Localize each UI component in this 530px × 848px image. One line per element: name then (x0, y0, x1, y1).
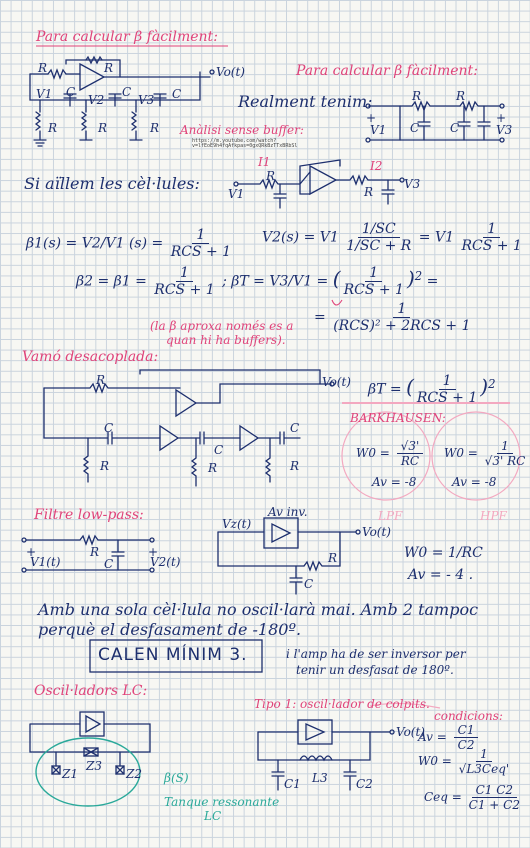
label-r-c2b: R (456, 89, 466, 103)
label-vo-colpitts: Vo(t) (396, 725, 425, 739)
label-tanque-lc: LC (204, 809, 222, 823)
label-c1: C (66, 85, 76, 99)
formula-av-hpf: Av = -8 (452, 475, 497, 489)
note-beta-aprox-1: (la β aproxa només es a (150, 319, 294, 333)
label-c-c2b: C (450, 121, 460, 135)
label-v3-c2: V3 (496, 123, 513, 137)
label-c-c4c: C (290, 421, 300, 435)
label-hpf: HPF (480, 509, 507, 523)
note-analisis-sense-buffer: Anàlisi sense buffer: (180, 123, 304, 137)
label-r-c4c: R (208, 461, 218, 475)
label-r-c3b: R (364, 185, 374, 199)
label-l3: L3 (312, 771, 328, 785)
label-r-c3a: R (266, 169, 276, 183)
label-r5: R (150, 121, 160, 135)
calen-minim-box: CALEN MÍNIM 3. (98, 645, 248, 665)
paragraph-line-1: Amb una sola cèl·lula no oscil·larà mai.… (38, 600, 479, 619)
formula-w0-cond: W0 = 1√L3Ceq' (418, 747, 510, 776)
label-plus-c5a: + (26, 545, 37, 559)
label-r4: R (98, 121, 108, 135)
label-r-c2a: R (412, 89, 422, 103)
label-r-c5: R (90, 545, 100, 559)
heading-calcular-beta-2: Para calcular β fàcilment: (296, 63, 478, 79)
heading-tipo1: Tipo 1: oscil·lador de colpits. (254, 697, 430, 711)
formula-w0-lpf: W0 = √3'RC (356, 440, 426, 467)
label-r1: R (38, 61, 48, 75)
label-c-c2a: C (410, 121, 420, 135)
label-beta-s: β(S) (164, 771, 189, 785)
label-vzt: Vz(t) (222, 517, 252, 531)
label-i1: I1 (258, 155, 271, 169)
label-plus-b: + (496, 111, 507, 125)
label-vot-c6: Vo(t) (362, 525, 391, 539)
heading-calcular-beta-1: Para calcular β fàcilment: (36, 29, 218, 45)
youtube-url: https://m.youtube.com/watch?v=lfEoE9h4fq… (192, 138, 298, 149)
label-v3: V3 (138, 93, 155, 107)
formula-w0-1rc: W0 = 1/RC (404, 545, 483, 561)
heading-si-aillem: Si aïllem les cèl·lules: (24, 174, 200, 193)
label-barkhausen: BARKHAUSEN: (350, 411, 446, 425)
label-v2t: V2(t) (150, 555, 181, 569)
label-plus-a: + (366, 111, 377, 125)
formula-av-minus4: Av = - 4 . (408, 567, 474, 583)
formula-w0-hpf: W0 = 1√3' RC (444, 439, 526, 468)
label-v1t: V1(t) (30, 555, 61, 569)
calen-note-2: tenir un desfasat de 180º. (296, 663, 454, 677)
label-c2: C2 (356, 777, 373, 791)
calen-note-1: i l'amp ha de ser inversor per (286, 647, 466, 661)
label-v3-c3: V3 (404, 177, 421, 191)
label-c-c5: C (104, 557, 114, 571)
label-vo-c4: Vo(t) (322, 375, 351, 389)
note-beta-aprox-2: quan hi ha buffers). (166, 333, 286, 347)
label-c-c4b: C (214, 443, 224, 457)
label-r-c4b: R (100, 459, 110, 473)
label-c2: C (122, 85, 132, 99)
label-z3: Z3 (86, 759, 102, 773)
label-z1: Z1 (62, 767, 78, 781)
label-i2: I2 (370, 159, 383, 173)
heading-realment-tenim: Realment tenim: (238, 92, 373, 111)
label-r-c4d: R (290, 459, 300, 473)
label-r-c4a: R (96, 373, 106, 387)
label-c1: C1 (284, 777, 301, 791)
label-v1: V1 (36, 87, 53, 101)
label-c3: C (172, 87, 182, 101)
label-r-c6: R (328, 551, 338, 565)
heading-condicions: condicions: (434, 709, 503, 723)
formula-betat-expanded: = 1(RCS)² + 2RCS + 1 (314, 301, 471, 334)
label-v1-c2: V1 (370, 123, 387, 137)
label-c-c4a: C (104, 421, 114, 435)
label-vo-top: Vo(t) (216, 65, 245, 79)
heading-oscil-lc: Oscil·ladors LC: (34, 683, 148, 699)
label-lpf: LPF (378, 509, 403, 523)
heading-filtre-low-pass: Filtre low-pass: (34, 507, 144, 523)
label-tanque: Tanque ressonante (164, 795, 280, 809)
label-r2: R (104, 61, 114, 75)
label-z2: Z2 (126, 767, 142, 781)
label-c-c6: C (304, 577, 314, 591)
label-plus-c5b: + (148, 545, 159, 559)
paragraph-line-2: perquè el desfasament de -180º. (38, 620, 302, 639)
label-v1-c3: V1 (228, 187, 245, 201)
label-v2: V2 (88, 93, 105, 107)
label-r3: R (48, 121, 58, 135)
formula-av-lpf: Av = -8 (372, 475, 417, 489)
label-av-inv: Av inv. (268, 505, 308, 519)
heading-vamo-desacoplada: Vamó desacoplada: (22, 349, 159, 365)
